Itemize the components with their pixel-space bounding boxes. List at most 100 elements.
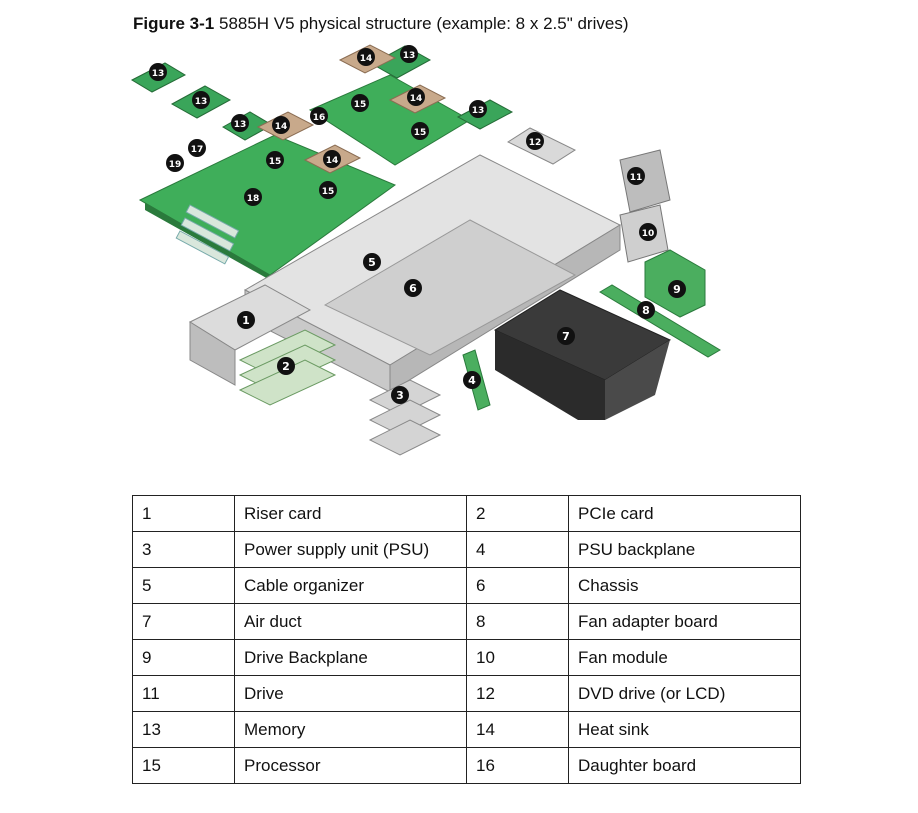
component-number: 2 <box>466 495 569 532</box>
table-row: 3 Power supply unit (PSU) 4 PSU backplan… <box>132 531 801 568</box>
callout-11: 11 <box>627 167 645 185</box>
component-name: Drive <box>234 675 467 712</box>
callout-7: 7 <box>557 327 575 345</box>
svg-text:18: 18 <box>247 194 260 204</box>
svg-text:13: 13 <box>472 106 485 116</box>
component-number: 1 <box>132 495 235 532</box>
callout-12: 12 <box>526 132 544 150</box>
component-number: 10 <box>466 639 569 676</box>
svg-text:11: 11 <box>630 173 643 183</box>
callout-1: 1 <box>237 311 255 329</box>
component-name: PCIe card <box>568 495 801 532</box>
svg-text:5: 5 <box>368 256 376 269</box>
callout-17: 17 <box>188 139 206 157</box>
component-name: Fan module <box>568 639 801 676</box>
component-legend-table: 1 Riser card 2 PCIe card 3 Power supply … <box>132 495 801 784</box>
svg-text:14: 14 <box>275 122 288 132</box>
figure-label: Figure 3-1 <box>133 14 215 33</box>
callout-19: 19 <box>166 154 184 172</box>
callout-6: 6 <box>404 279 422 297</box>
callout-3: 3 <box>391 386 409 404</box>
component-number: 6 <box>466 567 569 604</box>
component-number: 13 <box>132 711 235 748</box>
svg-text:19: 19 <box>169 160 182 170</box>
callout-15: 15 <box>411 122 429 140</box>
table-row: 11 Drive 12 DVD drive (or LCD) <box>132 675 801 712</box>
svg-text:2: 2 <box>282 360 290 373</box>
component-number: 16 <box>466 747 569 784</box>
svg-text:9: 9 <box>673 283 681 296</box>
callout-5: 5 <box>363 253 381 271</box>
table-row: 15 Processor 16 Daughter board <box>132 747 801 784</box>
callout-13: 13 <box>231 114 249 132</box>
svg-text:15: 15 <box>354 100 367 110</box>
callout-14: 14 <box>272 116 290 134</box>
svg-text:1: 1 <box>242 314 250 327</box>
table-row: 1 Riser card 2 PCIe card <box>132 495 801 532</box>
svg-text:14: 14 <box>360 54 373 64</box>
component-name: Drive Backplane <box>234 639 467 676</box>
callout-15: 15 <box>351 94 369 112</box>
drive-cage <box>619 149 671 213</box>
svg-text:15: 15 <box>414 128 427 138</box>
callout-13: 13 <box>149 63 167 81</box>
component-name: Cable organizer <box>234 567 467 604</box>
table-row: 9 Drive Backplane 10 Fan module <box>132 639 801 676</box>
callout-15: 15 <box>319 181 337 199</box>
callout-14: 14 <box>407 88 425 106</box>
component-name: Air duct <box>234 603 467 640</box>
component-name: Processor <box>234 747 467 784</box>
component-number: 11 <box>132 675 235 712</box>
svg-text:7: 7 <box>562 330 570 343</box>
callout-13: 13 <box>192 91 210 109</box>
svg-text:13: 13 <box>403 51 416 61</box>
svg-text:8: 8 <box>642 304 650 317</box>
figure-caption: Figure 3-1 5885H V5 physical structure (… <box>133 14 628 34</box>
component-name: Fan adapter board <box>568 603 801 640</box>
svg-text:13: 13 <box>195 97 208 107</box>
component-number: 7 <box>132 603 235 640</box>
table-row: 13 Memory 14 Heat sink <box>132 711 801 748</box>
svg-text:17: 17 <box>191 145 204 155</box>
component-name: Riser card <box>234 495 467 532</box>
component-name: Memory <box>234 711 467 748</box>
svg-text:16: 16 <box>313 113 326 123</box>
callout-13: 13 <box>400 45 418 63</box>
component-number: 14 <box>466 711 569 748</box>
component-name: PSU backplane <box>568 531 801 568</box>
callout-4: 4 <box>463 371 481 389</box>
component-name: DVD drive (or LCD) <box>568 675 801 712</box>
component-name: Chassis <box>568 567 801 604</box>
component-number: 9 <box>132 639 235 676</box>
callout-15: 15 <box>266 151 284 169</box>
component-name: Daughter board <box>568 747 801 784</box>
callout-2: 2 <box>277 357 295 375</box>
callout-8: 8 <box>637 301 655 319</box>
component-number: 4 <box>466 531 569 568</box>
svg-text:4: 4 <box>468 374 476 387</box>
component-name: Power supply unit (PSU) <box>234 531 467 568</box>
component-number: 12 <box>466 675 569 712</box>
svg-text:3: 3 <box>396 389 404 402</box>
fan-adapter-board <box>599 284 721 358</box>
component-number: 3 <box>132 531 235 568</box>
svg-text:10: 10 <box>642 229 655 239</box>
figure-title: 5885H V5 physical structure (example: 8 … <box>218 14 629 33</box>
svg-text:15: 15 <box>269 157 282 167</box>
callout-16: 16 <box>310 107 328 125</box>
table-row: 5 Cable organizer 6 Chassis <box>132 567 801 604</box>
component-number: 15 <box>132 747 235 784</box>
component-number: 5 <box>132 567 235 604</box>
component-number: 8 <box>466 603 569 640</box>
callout-14: 14 <box>323 150 341 168</box>
svg-text:15: 15 <box>322 187 335 197</box>
svg-text:13: 13 <box>152 69 165 79</box>
callout-18: 18 <box>244 188 262 206</box>
callout-10: 10 <box>639 223 657 241</box>
svg-text:6: 6 <box>409 282 417 295</box>
callout-13: 13 <box>469 100 487 118</box>
callout-9: 9 <box>668 280 686 298</box>
svg-text:14: 14 <box>326 156 339 166</box>
component-name: Heat sink <box>568 711 801 748</box>
svg-text:13: 13 <box>234 120 247 130</box>
